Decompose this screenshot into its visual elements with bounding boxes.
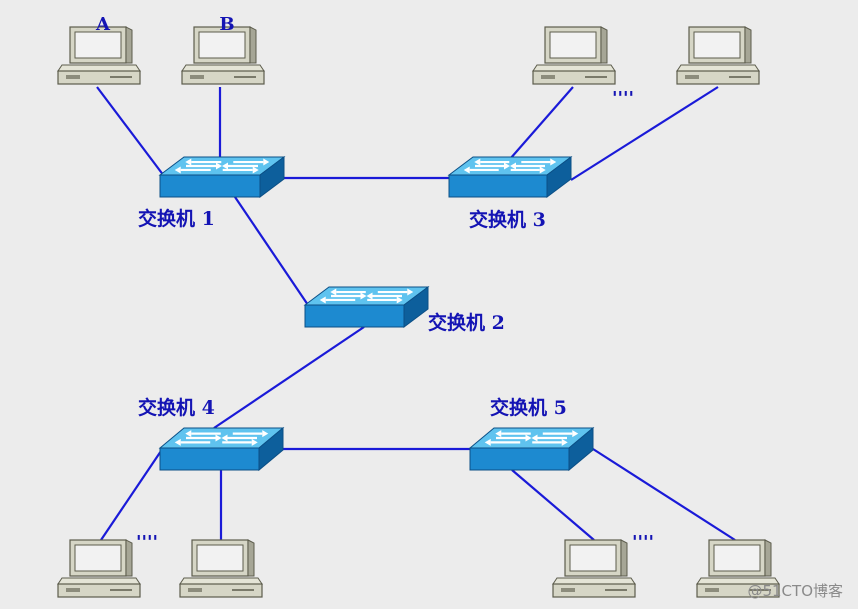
- computer-pc4b-icon: [179, 539, 263, 598]
- switch-label: 交换机 1: [138, 207, 215, 230]
- link-pc5a-sw5: [511, 469, 595, 541]
- computer-pc3b-icon: [676, 26, 760, 85]
- switch-arrows-icon: [174, 430, 269, 446]
- switch-arrows-icon: [319, 288, 414, 304]
- link-sw2-sw4: [213, 326, 365, 429]
- links-layer: [96, 86, 736, 541]
- switch-sw3: 交换机 3: [447, 156, 573, 231]
- link-pc5b-sw5: [592, 448, 736, 541]
- computer-pc4a-icon: [57, 539, 141, 598]
- computer-pc5a-icon: [552, 539, 636, 598]
- switch-sw5: 交换机 5: [468, 396, 595, 472]
- switch-sw4: 交换机 4: [138, 396, 285, 472]
- switch-label: 交换机 5: [490, 396, 567, 419]
- switch-arrows-icon: [174, 158, 270, 174]
- watermark-text: @51CTO博客: [747, 582, 843, 600]
- switch-arrows-icon: [484, 430, 579, 446]
- ellipsis-marker: '''': [612, 88, 634, 109]
- nodes-layer: 交换机 1 交换机 2 交换机 3 交换机 4 交换机 5 A B '''' '''' '''': [57, 14, 780, 598]
- computer-pcA-icon: A: [57, 14, 141, 85]
- computer-label: B: [219, 14, 234, 35]
- link-pc4a-sw4: [100, 450, 162, 541]
- link-pcA-sw1: [96, 86, 165, 177]
- switch-label: 交换机 3: [469, 208, 546, 231]
- computer-pc3a-icon: [532, 26, 616, 85]
- switch-arrows-icon: [463, 158, 557, 174]
- switch-label: 交换机 2: [428, 311, 505, 334]
- switch-sw1: 交换机 1: [138, 156, 286, 230]
- link-sw1-sw2: [234, 196, 309, 306]
- link-pc3a-sw3: [509, 86, 574, 160]
- ellipsis-marker: '''': [136, 532, 158, 553]
- ellipsis-marker: '''': [632, 532, 654, 553]
- link-pc3b-sw3: [570, 86, 719, 181]
- switch-label: 交换机 4: [138, 396, 215, 419]
- computer-label: A: [95, 14, 111, 35]
- switch-sw2: 交换机 2: [303, 286, 505, 334]
- computer-pcB-icon: B: [181, 14, 265, 85]
- computer-pc5b-icon: [696, 539, 780, 598]
